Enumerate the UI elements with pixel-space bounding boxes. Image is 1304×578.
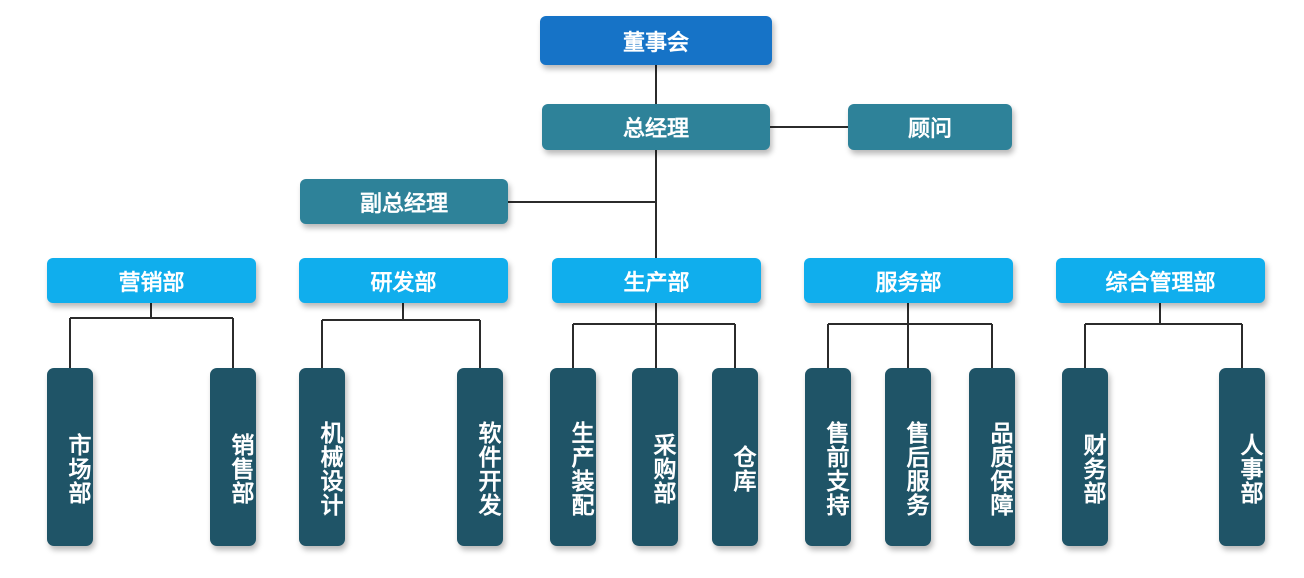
team-assembly: 生产装配 (550, 368, 596, 546)
department-admin: 综合管理部 (1056, 258, 1265, 303)
general-manager-node: 总经理 (542, 104, 770, 150)
team-purchasing: 采购部 (632, 368, 678, 546)
team-finance: 财务部 (1062, 368, 1108, 546)
department-marketing: 营销部 (47, 258, 256, 303)
board-node: 董事会 (540, 16, 772, 65)
team-software-dev: 软件开发 (457, 368, 503, 546)
team-sales: 销售部 (210, 368, 256, 546)
department-rnd: 研发部 (299, 258, 508, 303)
advisor-node: 顾问 (848, 104, 1012, 150)
team-quality: 品质保障 (969, 368, 1015, 546)
team-mechanical-design: 机械设计 (299, 368, 345, 546)
team-warehouse: 仓库 (712, 368, 758, 546)
team-market: 市场部 (47, 368, 93, 546)
team-presales: 售前支持 (805, 368, 851, 546)
department-service: 服务部 (804, 258, 1013, 303)
team-hr: 人事部 (1219, 368, 1265, 546)
team-aftersales: 售后服务 (885, 368, 931, 546)
department-production: 生产部 (552, 258, 761, 303)
deputy-manager-node: 副总经理 (300, 179, 508, 224)
